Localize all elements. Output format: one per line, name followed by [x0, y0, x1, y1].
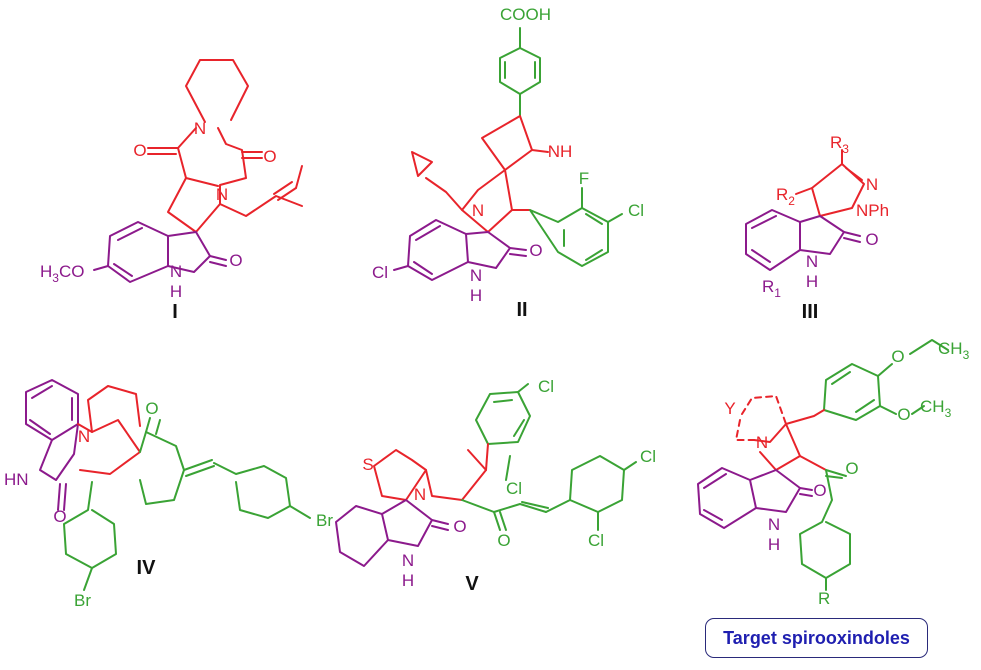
iv-hn: HN — [4, 470, 29, 489]
i-nh-h: H — [170, 282, 182, 301]
ii-cl-oxindole: Cl — [372, 263, 388, 282]
target-o-methyl: O — [897, 405, 910, 424]
target-nh-n: N — [768, 515, 780, 534]
v-cl-4: Cl — [588, 531, 604, 550]
target-o-lactam: O — [813, 481, 826, 500]
target-spirooxindole: O CH3 O CH3 Y N O O N H R — [697, 339, 970, 608]
target-o-ethyl: O — [891, 347, 904, 366]
i-n-mid: N — [216, 185, 228, 204]
iv-roman-label: IV — [137, 557, 157, 579]
ii-roman-label: II — [516, 299, 527, 321]
v-roman-label: V — [465, 573, 479, 595]
v-o-ketone: O — [497, 531, 510, 550]
ii-f: F — [579, 169, 589, 188]
target-ch3-a: CH3 — [938, 339, 970, 362]
iii-nh-n: N — [806, 252, 818, 271]
compound-v: S N Cl Cl Cl Cl O O N H V — [335, 377, 656, 595]
v-n: N — [414, 485, 426, 504]
iii-o-lactam: O — [865, 230, 878, 249]
iii-nh-h: H — [806, 272, 818, 291]
iii-roman-label: III — [802, 301, 819, 323]
iv-o-ketone: O — [145, 399, 158, 418]
ii-nh: NH — [548, 142, 573, 161]
v-cl-1: Cl — [538, 377, 554, 396]
i-nh-n: N — [170, 262, 182, 281]
compound-i: N O O N H3CO N H O I — [40, 59, 303, 323]
v-o-lactam: O — [453, 517, 466, 536]
target-o-ketone: O — [845, 459, 858, 478]
iv-br-right: Br — [316, 511, 333, 530]
iv-br-bottom: Br — [74, 591, 91, 610]
v-cl-3: Cl — [640, 447, 656, 466]
v-nh-h: H — [402, 571, 414, 590]
target-n: N — [756, 433, 768, 452]
compound-ii: COOH NH N F Cl Cl N H O II — [372, 5, 644, 321]
compound-iv: N HN O O Br Br IV — [4, 379, 333, 610]
iii-r1: R1 — [762, 277, 781, 300]
i-o-left: O — [133, 141, 146, 160]
iii-n: N — [866, 175, 878, 194]
ii-nh-h: H — [470, 286, 482, 305]
target-y: Y — [724, 399, 735, 418]
iii-r3: R3 — [830, 133, 849, 156]
ii-n: N — [472, 201, 484, 220]
compound-iii: R3 N R2 NPh R1 N H O III — [745, 133, 889, 323]
i-o-lactam: O — [229, 251, 242, 270]
v-s: S — [362, 455, 373, 474]
iii-r2: R2 — [776, 185, 795, 208]
ii-cl-aryl: Cl — [628, 201, 644, 220]
ii-cooh: COOH — [500, 5, 551, 24]
i-n-top: N — [194, 119, 206, 138]
target-r: R — [818, 589, 830, 608]
i-o-right: O — [263, 147, 276, 166]
i-roman-label: I — [172, 301, 178, 323]
iv-o-lactam: O — [53, 507, 66, 526]
target-ch3-b: CH3 — [920, 397, 952, 420]
target-spirooxindoles-label: Target spirooxindoles — [705, 618, 928, 658]
v-nh-n: N — [402, 551, 414, 570]
target-nh-h: H — [768, 535, 780, 554]
ii-nh-n: N — [470, 266, 482, 285]
iii-nph: NPh — [856, 201, 889, 220]
ii-o-lactam: O — [529, 241, 542, 260]
iv-n: N — [78, 427, 90, 446]
v-cl-2: Cl — [506, 479, 522, 498]
i-h3co: H3CO — [40, 262, 84, 285]
